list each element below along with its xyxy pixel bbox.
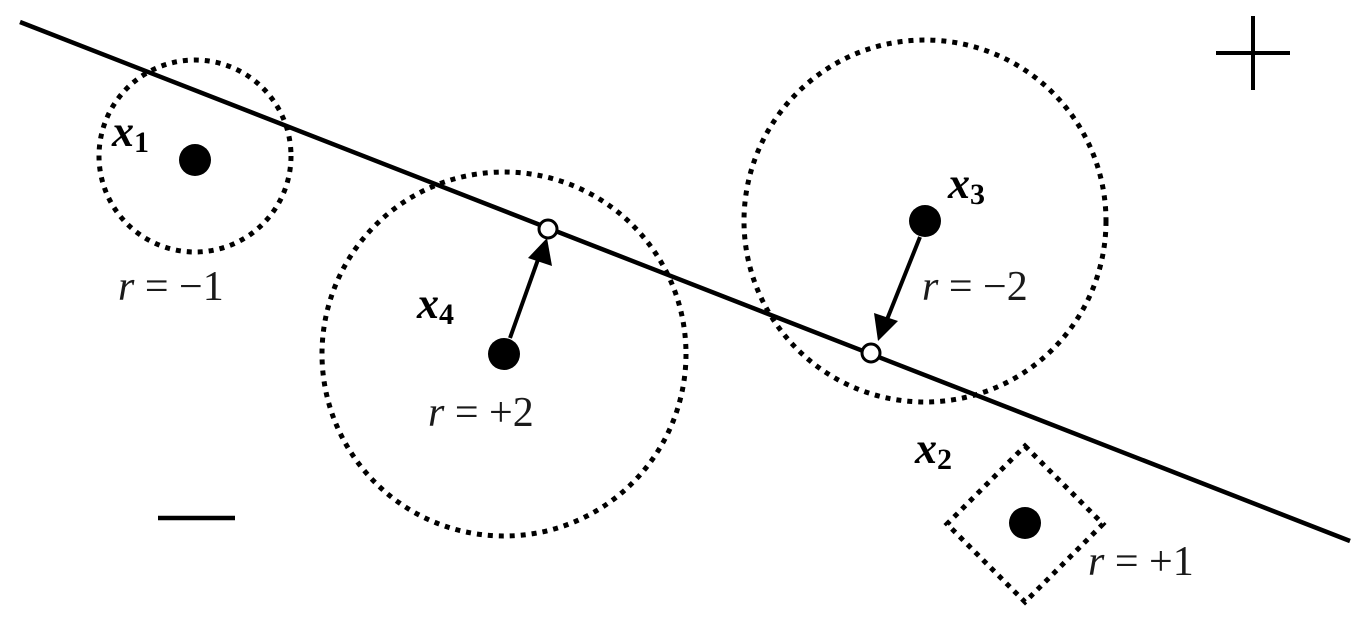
- point-x1-group: x1 r = −1: [96, 57, 294, 310]
- x4-arrow-shaft: [508, 253, 542, 339]
- x2-radius-diamond: [943, 442, 1107, 606]
- x3-label: x3: [947, 159, 985, 211]
- x1-label: x1: [111, 107, 149, 159]
- x3-data-point: [909, 205, 941, 237]
- x3-projection-point: [860, 342, 882, 364]
- x1-r-label: r = −1: [118, 264, 224, 310]
- x1-radius-circle: [96, 57, 294, 255]
- x4-radius-circle: [319, 169, 689, 539]
- x4-projection-point: [537, 218, 559, 240]
- point-x4-group: x4 r = +2: [319, 169, 689, 539]
- decision-boundary-line: [19, 19, 1351, 544]
- x3-arrow-shaft: [884, 236, 922, 323]
- x2-label: x2: [914, 424, 952, 476]
- x2-r-label: r = +1: [1088, 539, 1194, 585]
- positive-class-marker: +: [1216, 16, 1290, 90]
- point-x2-group: x2 r = +1: [914, 424, 1194, 606]
- x3-radius-circle: [741, 37, 1109, 405]
- point-x3-group: x3 r = −2: [741, 37, 1109, 405]
- x4-r-label: r = +2: [428, 390, 534, 436]
- x4-arrowhead: [528, 238, 552, 266]
- x3-r-label: r = −2: [922, 264, 1028, 310]
- x4-data-point: [488, 338, 520, 370]
- x2-data-point: [1009, 507, 1041, 539]
- x1-data-point: [179, 144, 211, 176]
- x3-arrowhead: [874, 313, 898, 341]
- x4-label: x4: [416, 279, 454, 331]
